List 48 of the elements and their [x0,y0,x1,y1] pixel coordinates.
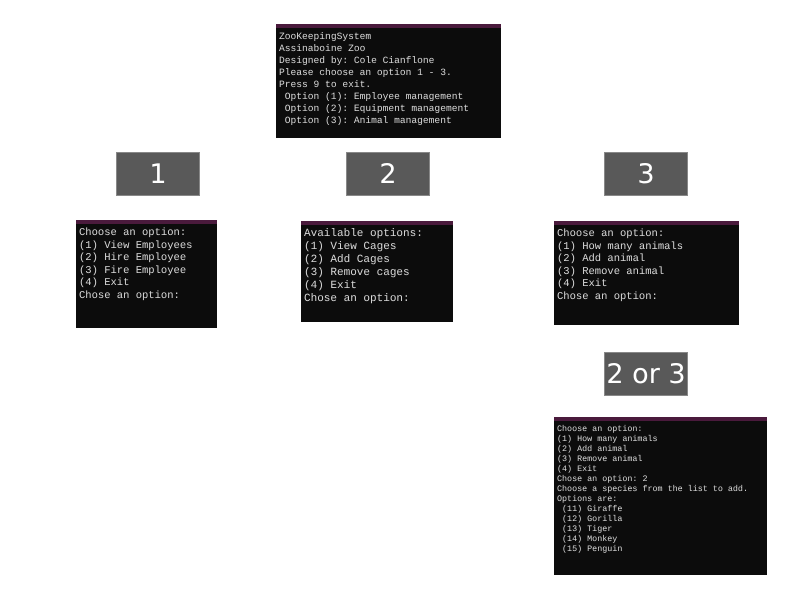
console-line: (2) Hire Employee [79,252,186,265]
console-line: (15) Penguin [562,544,622,554]
console-line: (11) Giraffe [562,504,622,514]
console-line: (3) Fire Employee [79,264,186,277]
console-line: (1) View Cages [304,241,396,254]
option-number-box: 2 [346,152,430,196]
console-line: Options are: [557,494,618,504]
console-line: (3) Remove cages [304,267,410,280]
console-line: (14) Monkey [562,534,618,544]
console-line: (3) Remove animal [557,454,642,464]
console-line: (1) How many animals [557,240,684,253]
console-line: (2) Add animal [557,444,628,454]
console-window [554,417,767,575]
console-line: (4) Exit [557,278,608,291]
console-line: (1) View Employees [79,240,192,252]
console-line: Please choose an option 1 - 3. [279,67,452,79]
console-line: (3) Remove animal [557,266,664,278]
console-line: (12) Gorilla [562,514,622,524]
console-line: (1) How many animals [557,434,658,444]
console-line: Option (3): Animal management [284,115,452,127]
console-line: Chose an option: [557,290,658,304]
console-line: (4) Exit [79,277,130,290]
console-line: Chose an option: [79,290,180,303]
console-line: Available options: [304,228,423,241]
console-line: Chose an option: 2 [557,474,648,484]
console-line: Choose a species from the list to add. [557,484,748,494]
console-line: Designed by: Cole Cianflone [279,55,434,67]
console-line: (13) Tiger [562,524,612,534]
console-line: (2) Add Cages [304,254,390,267]
console-line: Chose an option: [304,293,410,306]
console-line: Choose an option: [557,424,642,434]
console-window [276,24,501,138]
console-window [554,221,739,325]
console-window [76,220,217,328]
console-line: Option (2): Equipment management [284,103,469,115]
console-line: ZooKeepingSystem [279,31,372,43]
console-line: Option (1): Employee management [284,91,464,103]
console-line: (4) Exit [557,464,598,474]
option-number-box: 1 [116,152,200,196]
console-line: Choose an option: [79,227,186,240]
console-line: Press 9 to exit. [279,79,372,91]
console-line: (4) Exit [304,280,357,293]
option-number-box: 3 [604,152,688,196]
console-line: Assinaboine Zoo [279,43,366,55]
option-number-box: 2 or 3 [604,352,688,396]
console-window [301,221,453,322]
console-line: (2) Add animal [557,253,646,266]
console-line: Choose an option: [557,228,664,241]
